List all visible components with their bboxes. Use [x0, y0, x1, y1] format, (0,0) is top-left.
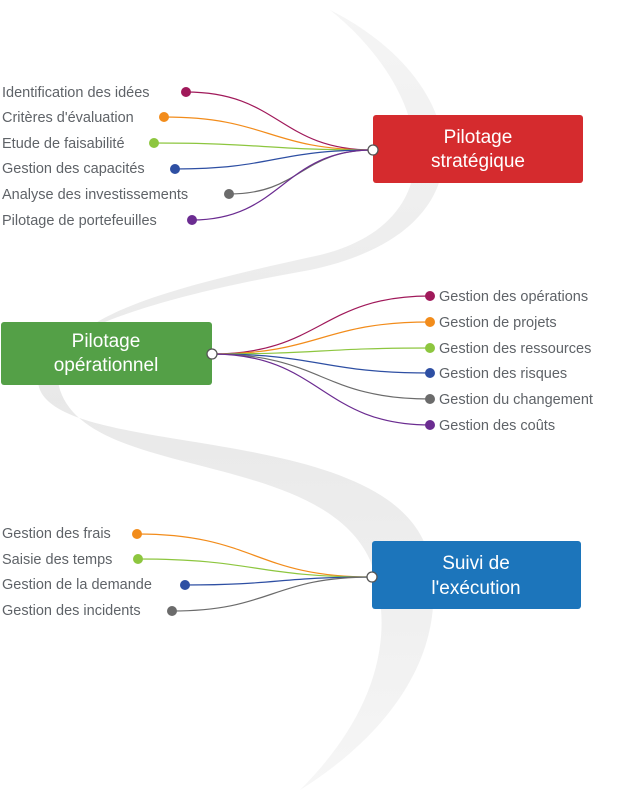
- box-title-line-2: opérationnel: [54, 355, 159, 376]
- item-dot[interactable]: [133, 554, 143, 564]
- item-dot[interactable]: [425, 368, 435, 378]
- item-dot[interactable]: [181, 87, 191, 97]
- item-label: Gestion du changement: [439, 392, 593, 408]
- item-label: Identification des idées: [2, 85, 150, 101]
- connector-line: [171, 576, 373, 612]
- hub-dot: [366, 571, 378, 583]
- connectors: [136, 91, 431, 612]
- connector-line: [211, 295, 431, 355]
- connector-line: [184, 576, 373, 586]
- item-label: Gestion des ressources: [439, 341, 591, 357]
- item-dot[interactable]: [425, 291, 435, 301]
- item-label: Saisie des temps: [2, 552, 112, 568]
- connector-line: [153, 142, 374, 151]
- box-title-line-1: Suivi de: [442, 553, 510, 574]
- connector-line: [211, 353, 431, 426]
- box-background: [1, 322, 212, 385]
- box-title-line-2: l'exécution: [431, 578, 520, 599]
- item-gestion-des-ressources: Gestion des ressources: [425, 341, 591, 357]
- item-dot[interactable]: [180, 580, 190, 590]
- item-dot[interactable]: [425, 394, 435, 404]
- box-title-line-2: stratégique: [431, 151, 525, 172]
- connector-line: [163, 116, 374, 151]
- item-dot[interactable]: [425, 420, 435, 430]
- item-label: Gestion de la demande: [2, 577, 152, 593]
- item-label: Gestion des opérations: [439, 289, 588, 305]
- connector-line: [191, 149, 374, 221]
- box-title-line-1: Pilotage: [444, 127, 513, 148]
- item-dot[interactable]: [224, 189, 234, 199]
- item-label: Critères d'évaluation: [2, 110, 134, 126]
- item-dot[interactable]: [187, 215, 197, 225]
- box-pilotage-operationnel[interactable]: Pilotage opérationnel: [1, 322, 218, 385]
- item-gestion-des-couts: Gestion des coûts: [425, 418, 555, 434]
- connector-line: [211, 353, 431, 400]
- item-gestion-des-risques: Gestion des risques: [425, 366, 567, 382]
- connector-line: [185, 91, 374, 151]
- background-ribbon: [37, 10, 444, 790]
- item-criteres-d-evaluation: Critères d'évaluation: [2, 110, 169, 126]
- connector-line: [174, 149, 374, 170]
- item-label: Etude de faisabilité: [2, 136, 125, 152]
- hub-dot: [367, 144, 379, 156]
- item-gestion-des-frais: Gestion des frais: [2, 526, 142, 542]
- item-label: Gestion des frais: [2, 526, 111, 542]
- item-label: Gestion de projets: [439, 315, 557, 331]
- item-dot[interactable]: [159, 112, 169, 122]
- box-suivi-de-l-execution[interactable]: Suivi de l'exécution: [366, 541, 581, 609]
- item-label: Gestion des capacités: [2, 161, 145, 177]
- item-label: Gestion des coûts: [439, 418, 555, 434]
- item-dot[interactable]: [132, 529, 142, 539]
- item-dot[interactable]: [167, 606, 177, 616]
- item-etude-de-faisabilite: Etude de faisabilité: [2, 136, 159, 152]
- group-suivi-de-l-execution: Gestion des frais Saisie des temps Gesti…: [2, 526, 581, 619]
- item-label: Gestion des incidents: [2, 603, 141, 619]
- box-background: [373, 115, 583, 183]
- box-title-line-1: Pilotage: [72, 331, 141, 352]
- connector-line: [211, 321, 431, 355]
- item-label: Gestion des risques: [439, 366, 567, 382]
- item-gestion-de-projets: Gestion de projets: [425, 315, 557, 331]
- connector-line: [211, 353, 431, 374]
- item-identification-des-idees: Identification des idées: [2, 85, 191, 101]
- item-gestion-du-changement: Gestion du changement: [425, 392, 593, 408]
- item-gestion-de-la-demande: Gestion de la demande: [2, 577, 190, 593]
- item-pilotage-de-portefeuilles: Pilotage de portefeuilles: [2, 213, 197, 229]
- item-saisie-des-temps: Saisie des temps: [2, 552, 143, 568]
- item-dot[interactable]: [425, 317, 435, 327]
- item-gestion-des-capacites: Gestion des capacités: [2, 161, 180, 177]
- connector-line: [136, 533, 373, 578]
- group-pilotage-operationnel: Pilotage opérationnel Gestion des opérat…: [1, 289, 593, 434]
- box-background: [372, 541, 581, 609]
- item-dot[interactable]: [170, 164, 180, 174]
- item-gestion-des-incidents: Gestion des incidents: [2, 603, 177, 619]
- connector-line: [137, 558, 373, 578]
- group-pilotage-strategique: Identification des idées Critères d'éval…: [2, 85, 583, 229]
- item-analyse-des-investissements: Analyse des investissements: [2, 187, 234, 203]
- box-pilotage-strategique[interactable]: Pilotage stratégique: [367, 115, 583, 183]
- connector-line: [211, 347, 431, 355]
- item-label: Analyse des investissements: [2, 187, 188, 203]
- item-label: Pilotage de portefeuilles: [2, 213, 157, 229]
- hub-dot: [206, 348, 218, 360]
- item-dot[interactable]: [425, 343, 435, 353]
- item-dot[interactable]: [149, 138, 159, 148]
- item-gestion-des-operations: Gestion des opérations: [425, 289, 588, 305]
